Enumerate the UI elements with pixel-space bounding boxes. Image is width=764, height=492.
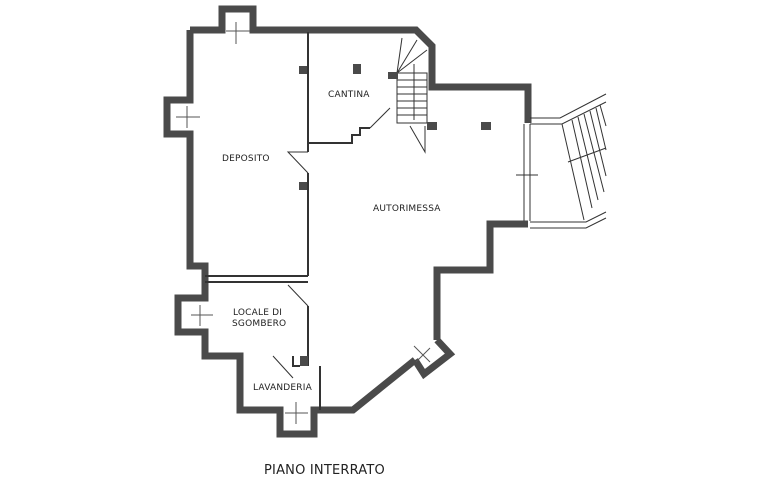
exterior-walls [163, 5, 532, 438]
room-label-sgombero-line2: SGOMBERO [232, 319, 286, 329]
room-label-sgombero-line1: LOCALE DI [233, 308, 282, 318]
doors [272, 107, 426, 379]
windows [176, 22, 431, 424]
room-label-lavanderia: LAVANDERIA [253, 383, 313, 393]
room-label-cantina: CANTINA [328, 90, 370, 100]
room-label-autorimessa: AUTORIMESSA [373, 204, 441, 214]
interior-walls [205, 32, 370, 410]
garage-opening [516, 124, 538, 221]
exterior-ramp [530, 93, 607, 229]
room-label-deposito: DEPOSITO [222, 154, 270, 164]
floor-title: PIANO INTERRATO [264, 463, 385, 478]
staircase [396, 37, 428, 124]
pillars [299, 64, 491, 366]
